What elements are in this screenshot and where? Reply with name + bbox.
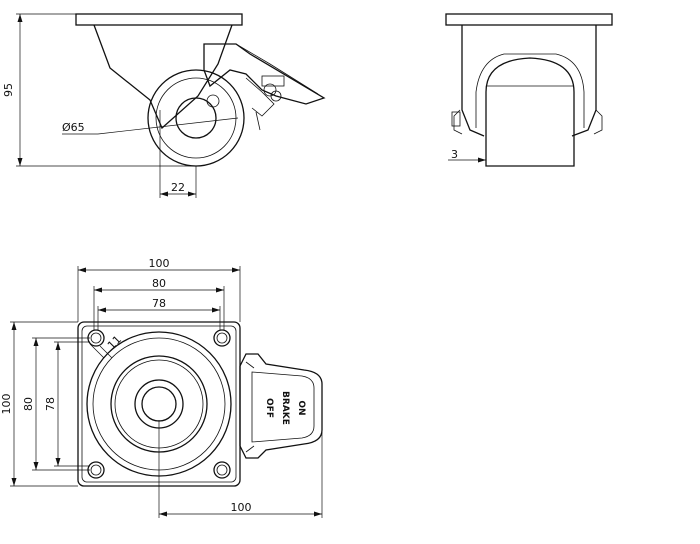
side-view: 95 Ø65 22 xyxy=(2,13,326,198)
brake-lever xyxy=(203,43,326,105)
plate-height-label: 100 xyxy=(0,394,13,415)
hole-spacing-left-label: 80 xyxy=(22,397,35,411)
side-height-label: 95 xyxy=(2,83,15,97)
hole-spacing-top-label: 80 xyxy=(152,277,166,290)
front-top-plate xyxy=(445,13,613,26)
slot-label: 11 xyxy=(105,333,124,352)
hole-spacing-inner-left-label: 78 xyxy=(44,397,57,411)
top-view: OFF BRAKE ON 100 80 78 100 80 xyxy=(0,257,323,518)
wheel xyxy=(147,69,245,167)
brake-label-brake: BRAKE xyxy=(280,391,290,425)
brake-label-off: OFF xyxy=(264,398,274,418)
front-wheel xyxy=(485,57,575,167)
plate-width-label: 100 xyxy=(149,257,170,270)
fork-body xyxy=(93,24,233,130)
front-view: 3 xyxy=(445,13,613,167)
top-plate xyxy=(75,13,243,26)
kingpin xyxy=(141,386,177,422)
brake-width-label: 100 xyxy=(231,501,252,514)
wheel-diameter-label: Ø65 xyxy=(62,121,85,134)
tread-label: 3 xyxy=(451,148,458,161)
brake-label-on: ON xyxy=(296,400,306,415)
offset-label: 22 xyxy=(171,181,185,194)
hole-spacing-inner-top-label: 78 xyxy=(152,297,166,310)
hub xyxy=(175,97,217,139)
